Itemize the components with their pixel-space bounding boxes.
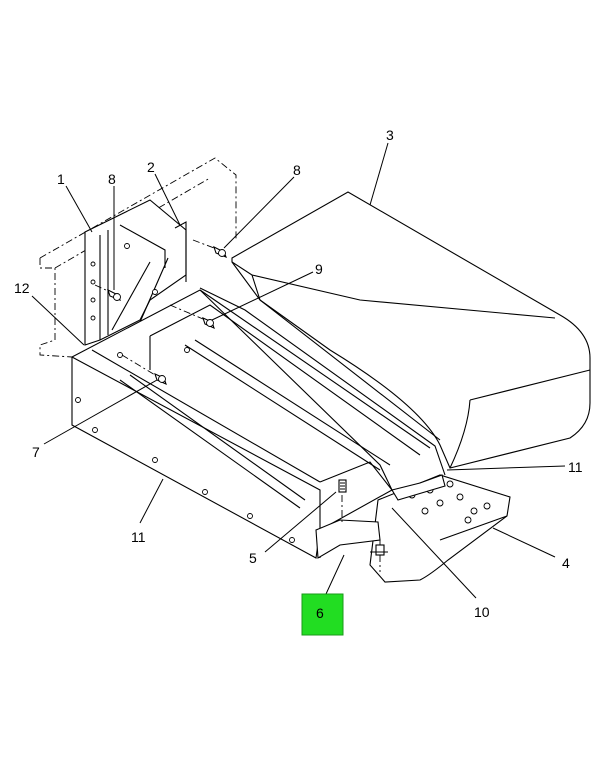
callout-7[interactable]: 7 [32, 444, 40, 460]
callout-8-right[interactable]: 8 [293, 162, 301, 178]
bolt-9 [169, 304, 215, 330]
bolt-set [94, 239, 388, 572]
callout-5[interactable]: 5 [249, 550, 257, 566]
mounting-bracket [84, 199, 187, 346]
bolt-7 [121, 354, 167, 386]
base-plate [369, 474, 511, 583]
bolt-8-lower [94, 284, 121, 301]
callout-9[interactable]: 9 [315, 261, 323, 277]
callout-11-right[interactable]: 11 [568, 459, 583, 475]
callout-12[interactable]: 12 [14, 280, 30, 296]
nut-6 [370, 540, 388, 572]
callout-11-left[interactable]: 11 [131, 529, 146, 545]
leader-lines [31, 142, 566, 599]
callout-4[interactable]: 4 [562, 555, 570, 571]
channel-crossmember [71, 261, 446, 559]
callout-2[interactable]: 2 [147, 159, 155, 175]
callout-3[interactable]: 3 [386, 127, 394, 143]
callout-1[interactable]: 1 [57, 171, 65, 187]
callout-labels: 1 2 8 8 3 9 12 7 11 11 5 4 10 [14, 127, 583, 620]
bolt-8-upper [192, 239, 227, 258]
callout-10[interactable]: 10 [474, 604, 490, 620]
bolt-5 [338, 479, 347, 524]
callout-6-label: 6 [316, 605, 324, 621]
callout-8-upper-left[interactable]: 8 [108, 171, 116, 187]
highlighted-callout-6[interactable]: 6 [301, 593, 344, 636]
frame-rail-phantom [39, 157, 237, 358]
